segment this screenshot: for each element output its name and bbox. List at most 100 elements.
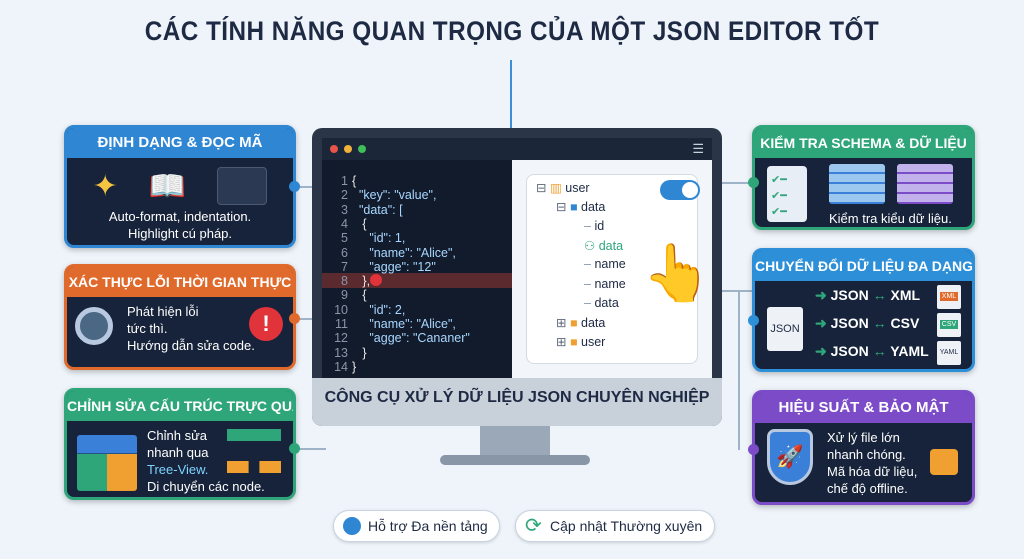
toggle-collapse-icon[interactable]: ⊟ — [536, 181, 547, 195]
card-text: Xử lý file lớn — [827, 430, 900, 445]
connector — [738, 290, 740, 450]
code-line: } — [352, 345, 367, 360]
checklist-icon: ✔━✔━✔━ — [767, 166, 807, 222]
magnifier-icon — [75, 307, 113, 345]
line-number: 10 — [334, 302, 348, 317]
card-tree-editing: CHỈNH SỬA CẤU TRÚC TRỰC QUAN Chỉnh sửa n… — [64, 388, 296, 500]
padlock-icon — [930, 449, 958, 475]
maximize-dot-icon[interactable] — [358, 145, 366, 153]
tree-node[interactable]: ⊞ ■ data — [556, 315, 605, 330]
tree-node[interactable]: – name — [584, 257, 626, 272]
tree-box — [526, 174, 698, 364]
card-performance-security: HIỆU SUẤT & BẢO MẬT 🚀 Xử lý file lớn nha… — [752, 390, 975, 505]
toggle-expand-icon[interactable]: ⊞ — [556, 335, 567, 350]
conversion-to: XML — [890, 287, 921, 303]
json-file-icon: JSON — [767, 307, 803, 351]
table-icon — [829, 164, 885, 204]
card-formatting: ĐỊNH DẠNG & ĐỌC MÃ ✦ 📖 Auto-format, inde… — [64, 125, 296, 248]
card-text: Phát hiện lỗi — [127, 304, 199, 319]
tree-node[interactable]: ⊟ ▥ user — [536, 180, 590, 195]
card-text: Kiểm tra kiểu dữ liệu. — [829, 211, 952, 226]
connector-dot — [748, 177, 759, 188]
code-line: "agge": "12" — [352, 259, 436, 274]
error-marker-icon[interactable] — [370, 274, 382, 287]
tree-node-label: data — [598, 238, 624, 253]
tree-view-panel[interactable]: ⊟ ▥ user⊟ ■ data– id⚇ data– name– name– … — [512, 160, 712, 378]
card-text: nhanh qua — [147, 445, 209, 460]
conversion-to: YAML — [890, 343, 929, 359]
folder-icon: ■ — [569, 316, 578, 331]
tree-node[interactable]: – data — [584, 295, 619, 310]
book-icon: 📖 — [148, 169, 187, 203]
conversion-from: JSON — [830, 343, 869, 359]
menu-icon[interactable]: ☰ — [692, 141, 704, 156]
connector-dot — [289, 313, 300, 324]
pointing-hand-icon: 👆 — [642, 241, 712, 304]
line-number: 14 — [334, 359, 348, 374]
tree-node-label: data — [581, 200, 606, 215]
monitor-stand — [480, 426, 550, 456]
file-icon: XML — [937, 285, 961, 309]
code-line: { — [352, 216, 367, 231]
card-text: Mã hóa dữ liệu, — [827, 464, 918, 479]
file-badge: YAML — [937, 348, 961, 357]
table-icon — [897, 164, 953, 204]
code-line: { — [352, 288, 367, 303]
file-badge: XML — [939, 292, 959, 301]
card-text: Chỉnh sửa — [147, 428, 208, 443]
code-line: "agge": "Cananer" — [352, 331, 470, 346]
globe-icon — [343, 517, 361, 535]
card-text: nhanh chóng. — [827, 447, 906, 462]
card-header: CHUYỂN ĐỔI DỮ LIỆU ĐA DẠNG — [755, 251, 972, 281]
code-window-icon — [217, 167, 268, 205]
tree-node-label: user — [581, 335, 606, 350]
connector — [296, 448, 326, 450]
window-titlebar: ☰ — [322, 138, 712, 160]
tree-node[interactable]: – name — [584, 276, 626, 291]
line-number: 4 — [341, 216, 348, 231]
code-line: "key": "value", — [352, 188, 437, 203]
regular-updates-pill[interactable]: ⟳ Cập nhật Thường xuyên — [515, 510, 715, 542]
toggle-expand-icon[interactable]: ⊞ — [556, 316, 567, 331]
code-line: "id": 2, — [352, 302, 406, 317]
conversion-from: JSON — [830, 287, 869, 303]
card-text: chế độ offline. — [827, 481, 908, 496]
line-number: 11 — [335, 317, 348, 331]
magic-wand-icon: ✦ — [92, 169, 118, 203]
code-line: }, — [352, 274, 371, 289]
tree-node-label: user — [565, 181, 590, 195]
tree-node[interactable]: ⊟ ■ data — [556, 199, 605, 214]
conversion-from: JSON — [830, 315, 869, 331]
bidirectional-arrow-icon: ↔ — [872, 343, 887, 359]
line-number: 6 — [341, 245, 348, 260]
tree-node-label: name — [594, 276, 626, 291]
tree-diagram-icon — [227, 429, 281, 473]
error-line-highlight — [322, 273, 512, 289]
card-conversion: CHUYỂN ĐỔI DỮ LIỆU ĐA DẠNG JSON ➜ JSON ↔… — [752, 248, 975, 372]
people-icon: ⚇ — [584, 238, 596, 253]
tree-node-label: data — [581, 316, 606, 331]
minimize-dot-icon[interactable] — [344, 145, 352, 153]
connector — [722, 182, 754, 184]
tree-node[interactable]: – id — [584, 218, 605, 233]
multi-platform-pill[interactable]: Hỗ trợ Đa nền tảng — [333, 510, 500, 542]
tree-node[interactable]: ⚇ data — [584, 238, 623, 253]
code-line: "id": 1, — [352, 231, 406, 246]
tree-node[interactable]: ⊞ ■ user — [556, 334, 605, 349]
card-text: tức thì. — [127, 321, 168, 336]
monitor-base — [440, 455, 590, 465]
line-number: 1 — [341, 174, 348, 188]
toggle-collapse-icon[interactable]: ⊟ — [556, 200, 567, 215]
conversion-to: CSV — [890, 315, 920, 331]
table-icon: ▥ — [549, 181, 562, 195]
conversion-row: ➜ JSON ↔ XML — [815, 287, 921, 303]
refresh-icon: ⟳ — [525, 515, 542, 537]
line-number: 2 — [341, 188, 348, 203]
close-dot-icon[interactable] — [330, 145, 338, 153]
card-schema: KIỂM TRA SCHEMA & DỮ LIỆU ✔━✔━✔━ Kiểm tr… — [752, 125, 975, 230]
line-number: 12 — [334, 331, 348, 346]
line-number: 7 — [341, 259, 348, 274]
toggle-switch[interactable] — [660, 180, 700, 200]
code-line: "name": "Alice", — [352, 317, 456, 331]
code-editor[interactable]: 1{2 "key": "value",3 "data": [4 {5 "id":… — [322, 166, 512, 378]
